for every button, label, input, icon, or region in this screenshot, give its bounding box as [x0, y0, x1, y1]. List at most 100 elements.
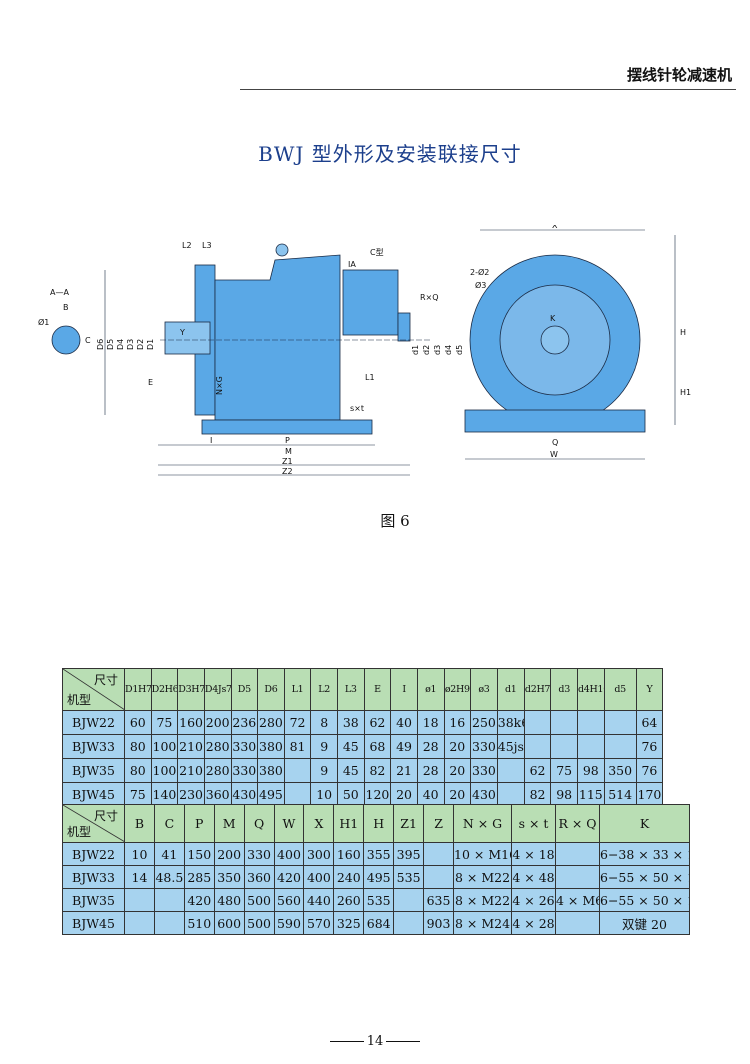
column-header: E: [363, 668, 392, 711]
value-cell: 10: [124, 842, 155, 866]
value-cell: 98: [550, 782, 578, 807]
value-cell: 100: [150, 758, 179, 783]
value-cell: 440: [303, 888, 335, 912]
value-cell: 98: [577, 758, 605, 783]
value-cell: 45: [337, 758, 365, 783]
label-h1: H1: [680, 388, 691, 397]
label-d2: D2: [136, 339, 145, 350]
label-d5: D5: [106, 339, 115, 350]
value-cell: 355: [363, 842, 395, 866]
value-cell: [283, 782, 312, 807]
value-cell: 250: [470, 710, 498, 735]
value-cell: 903: [423, 911, 454, 935]
value-cell: 115: [577, 782, 605, 807]
value-cell: [393, 888, 425, 912]
label-sd5: d5: [455, 345, 464, 355]
label-z2: Z2: [282, 467, 293, 476]
label-sd2: d2: [422, 345, 431, 355]
value-cell: 430: [470, 782, 498, 807]
value-cell: 49: [390, 734, 418, 759]
value-cell: 535: [363, 888, 395, 912]
value-cell: 28: [416, 758, 445, 783]
value-cell: 100: [150, 734, 179, 759]
label-sd4: d4: [444, 345, 453, 355]
value-cell: 62: [363, 710, 392, 735]
value-cell: 45: [337, 734, 365, 759]
value-cell: 350: [213, 865, 245, 889]
value-cell: 360: [203, 782, 232, 807]
value-cell: [577, 710, 605, 735]
label-aa: A—A: [50, 288, 69, 297]
value-cell: 4 × 26: [511, 888, 556, 912]
dimension-drawing: A—A B Ø1 C D6 D5 D4 D3 D2 D1 Y E L2 L3 N…: [38, 225, 691, 476]
label-sxt: s×t: [350, 404, 364, 413]
value-cell: 285: [183, 865, 215, 889]
value-cell: 160: [177, 710, 205, 735]
value-cell: [523, 710, 552, 735]
column-header: D6: [257, 668, 285, 711]
page-number-text: 14: [366, 1034, 384, 1049]
base-plate: [201, 419, 373, 435]
column-header: d1: [496, 668, 525, 711]
corner-dim-label: 尺寸: [93, 673, 118, 687]
column-header: W: [273, 804, 305, 843]
value-cell: 395: [393, 842, 425, 866]
value-cell: [555, 842, 600, 866]
label-l2: L2: [182, 241, 192, 250]
value-cell: 6−55 × 50 × 14: [599, 888, 690, 912]
value-cell: 50: [337, 782, 365, 807]
value-cell: 590: [273, 911, 305, 935]
value-cell: [603, 710, 637, 735]
value-cell: 325: [333, 911, 365, 935]
value-cell: 16: [443, 710, 472, 735]
value-cell: [555, 865, 600, 889]
value-cell: 635: [423, 888, 454, 912]
value-cell: 82: [363, 758, 392, 783]
value-cell: 430: [230, 782, 259, 807]
value-cell: 8: [310, 710, 338, 735]
model-cell: BJW22: [62, 842, 125, 866]
value-cell: 480: [213, 888, 245, 912]
figure-caption: 图 6: [380, 512, 410, 530]
label-x: X: [552, 225, 558, 230]
column-header: D4Js7: [203, 668, 232, 711]
value-cell: 8 × M22: [453, 888, 512, 912]
column-header: d3: [550, 668, 578, 711]
value-cell: 210: [177, 734, 205, 759]
value-cell: 64: [635, 710, 664, 735]
label-y: Y: [179, 328, 185, 337]
column-header: Z1: [393, 804, 425, 843]
label-b: B: [63, 303, 69, 312]
value-cell: [423, 842, 454, 866]
value-cell: [550, 734, 578, 759]
value-cell: [124, 911, 155, 935]
value-cell: [550, 710, 578, 735]
column-header: P: [183, 804, 215, 843]
value-cell: [603, 734, 637, 759]
value-cell: 9: [310, 734, 338, 759]
corner-cell: 尺寸 机型: [62, 804, 125, 843]
column-header: D5: [230, 668, 259, 711]
label-sd1: d1: [411, 345, 420, 355]
label-m: M: [285, 447, 292, 456]
value-cell: 120: [363, 782, 392, 807]
end-view-base: [464, 409, 646, 433]
value-cell: 82: [523, 782, 552, 807]
label-p: P: [285, 436, 290, 445]
label-ia: IA: [348, 260, 356, 269]
corner-model-label: 机型: [67, 693, 92, 707]
value-cell: 330: [243, 842, 275, 866]
page-number: 14: [0, 1034, 750, 1049]
value-cell: [393, 911, 425, 935]
column-header: L3: [337, 668, 365, 711]
value-cell: 236: [230, 710, 259, 735]
corner-dim-label: 尺寸: [93, 809, 118, 823]
value-cell: 41: [153, 842, 185, 866]
value-cell: 76: [635, 758, 664, 783]
value-cell: 80: [124, 734, 152, 759]
value-cell: 75: [550, 758, 578, 783]
